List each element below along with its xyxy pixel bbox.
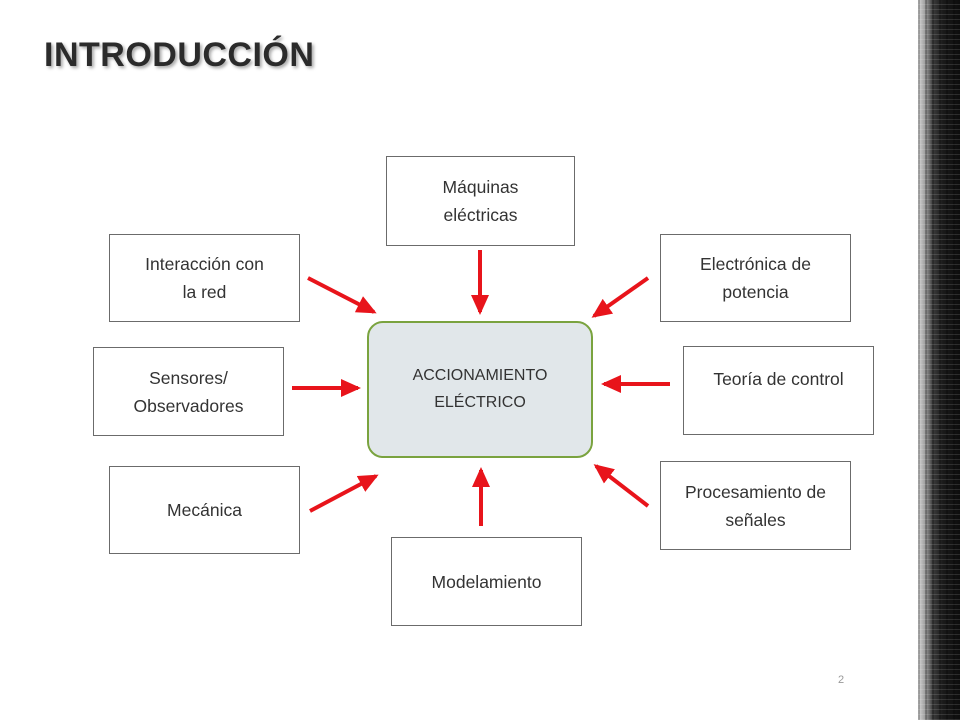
node-teoria-de-control: Teoría de control	[683, 346, 874, 435]
node-mecanica: Mecánica	[109, 466, 300, 554]
page-number: 2	[838, 674, 845, 686]
node-modelamiento: Modelamiento	[391, 537, 582, 626]
decorative-side-strip	[918, 0, 960, 720]
arrow-from-mecanica	[309, 474, 379, 513]
center-node-label: ACCIONAMIENTO ELÉCTRICO	[412, 367, 548, 411]
slide-title: INTRODUCCIÓN	[44, 36, 315, 74]
node-label: Procesamiento de señales	[684, 481, 827, 530]
node-label: Máquinas eléctricas	[442, 177, 519, 225]
node-sensores-observadores: Sensores/ Observadores	[93, 347, 284, 436]
arrow-from-electronica	[591, 276, 650, 318]
node-label: Teoría de control	[713, 369, 844, 389]
node-label: Mecánica	[167, 500, 242, 520]
node-label: Interacción con la red	[145, 254, 264, 302]
node-interaccion-con-la-red: Interacción con la red	[109, 234, 300, 322]
node-label: Modelamiento	[431, 571, 542, 592]
node-electronica-de-potencia: Electrónica de potencia	[660, 234, 851, 322]
center-node-accionamiento-electrico: ACCIONAMIENTO ELÉCTRICO	[367, 321, 593, 458]
arrow-from-procesamiento	[593, 464, 650, 508]
node-label: Electrónica de potencia	[700, 254, 811, 302]
node-procesamiento-de-senales: Procesamiento de señales	[660, 461, 851, 550]
node-label: Sensores/ Observadores	[133, 367, 244, 416]
node-maquinas-electricas: Máquinas eléctricas	[386, 156, 575, 246]
arrow-from-interaccion	[307, 276, 377, 314]
